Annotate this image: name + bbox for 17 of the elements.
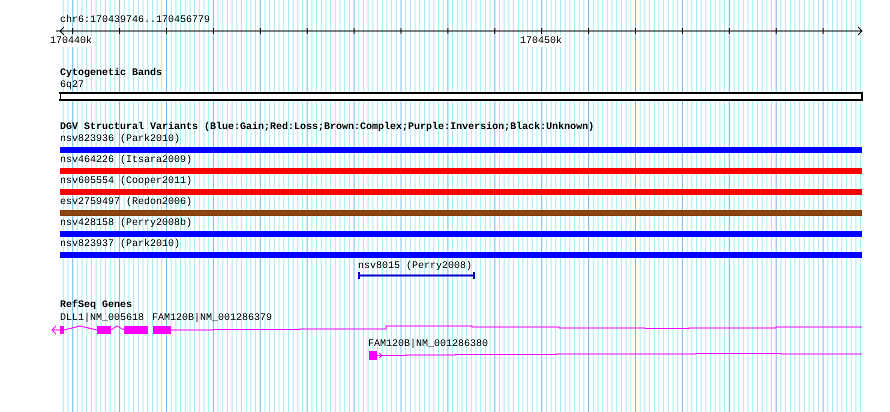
locus-label: chr6:170439746..170456779	[60, 15, 210, 26]
variant-label: nsv605554 (Cooper2011)	[60, 176, 192, 187]
variant-label: nsv428158 (Perry2008b)	[60, 218, 192, 229]
track-title: RefSeq Genes	[60, 300, 132, 311]
band-label: 6q27	[60, 80, 84, 91]
gene-label: FAM120B|NM_001286380	[368, 339, 488, 350]
gene-label: FAM120B|NM_001286379	[152, 313, 272, 324]
variant-label: nsv8015 (Perry2008)	[358, 261, 472, 272]
variant-label: nsv823936 (Park2010)	[60, 134, 180, 145]
variant-label: nsv823937 (Park2010)	[60, 239, 180, 250]
variant-label: nsv464226 (Itsara2009)	[60, 155, 192, 166]
variant-label: esv2759497 (Redon2006)	[60, 197, 192, 208]
track-title: Cytogenetic Bands	[60, 68, 162, 79]
tick-label: 170450k	[520, 36, 562, 47]
tick-label: 170440k	[50, 36, 92, 47]
gene-label: DLL1|NM_005618	[60, 313, 144, 324]
track-title: DGV Structural Variants (Blue:Gain;Red:Loss;Brown:Complex;Purple:Inversion;Black:Unknown)	[60, 122, 594, 133]
